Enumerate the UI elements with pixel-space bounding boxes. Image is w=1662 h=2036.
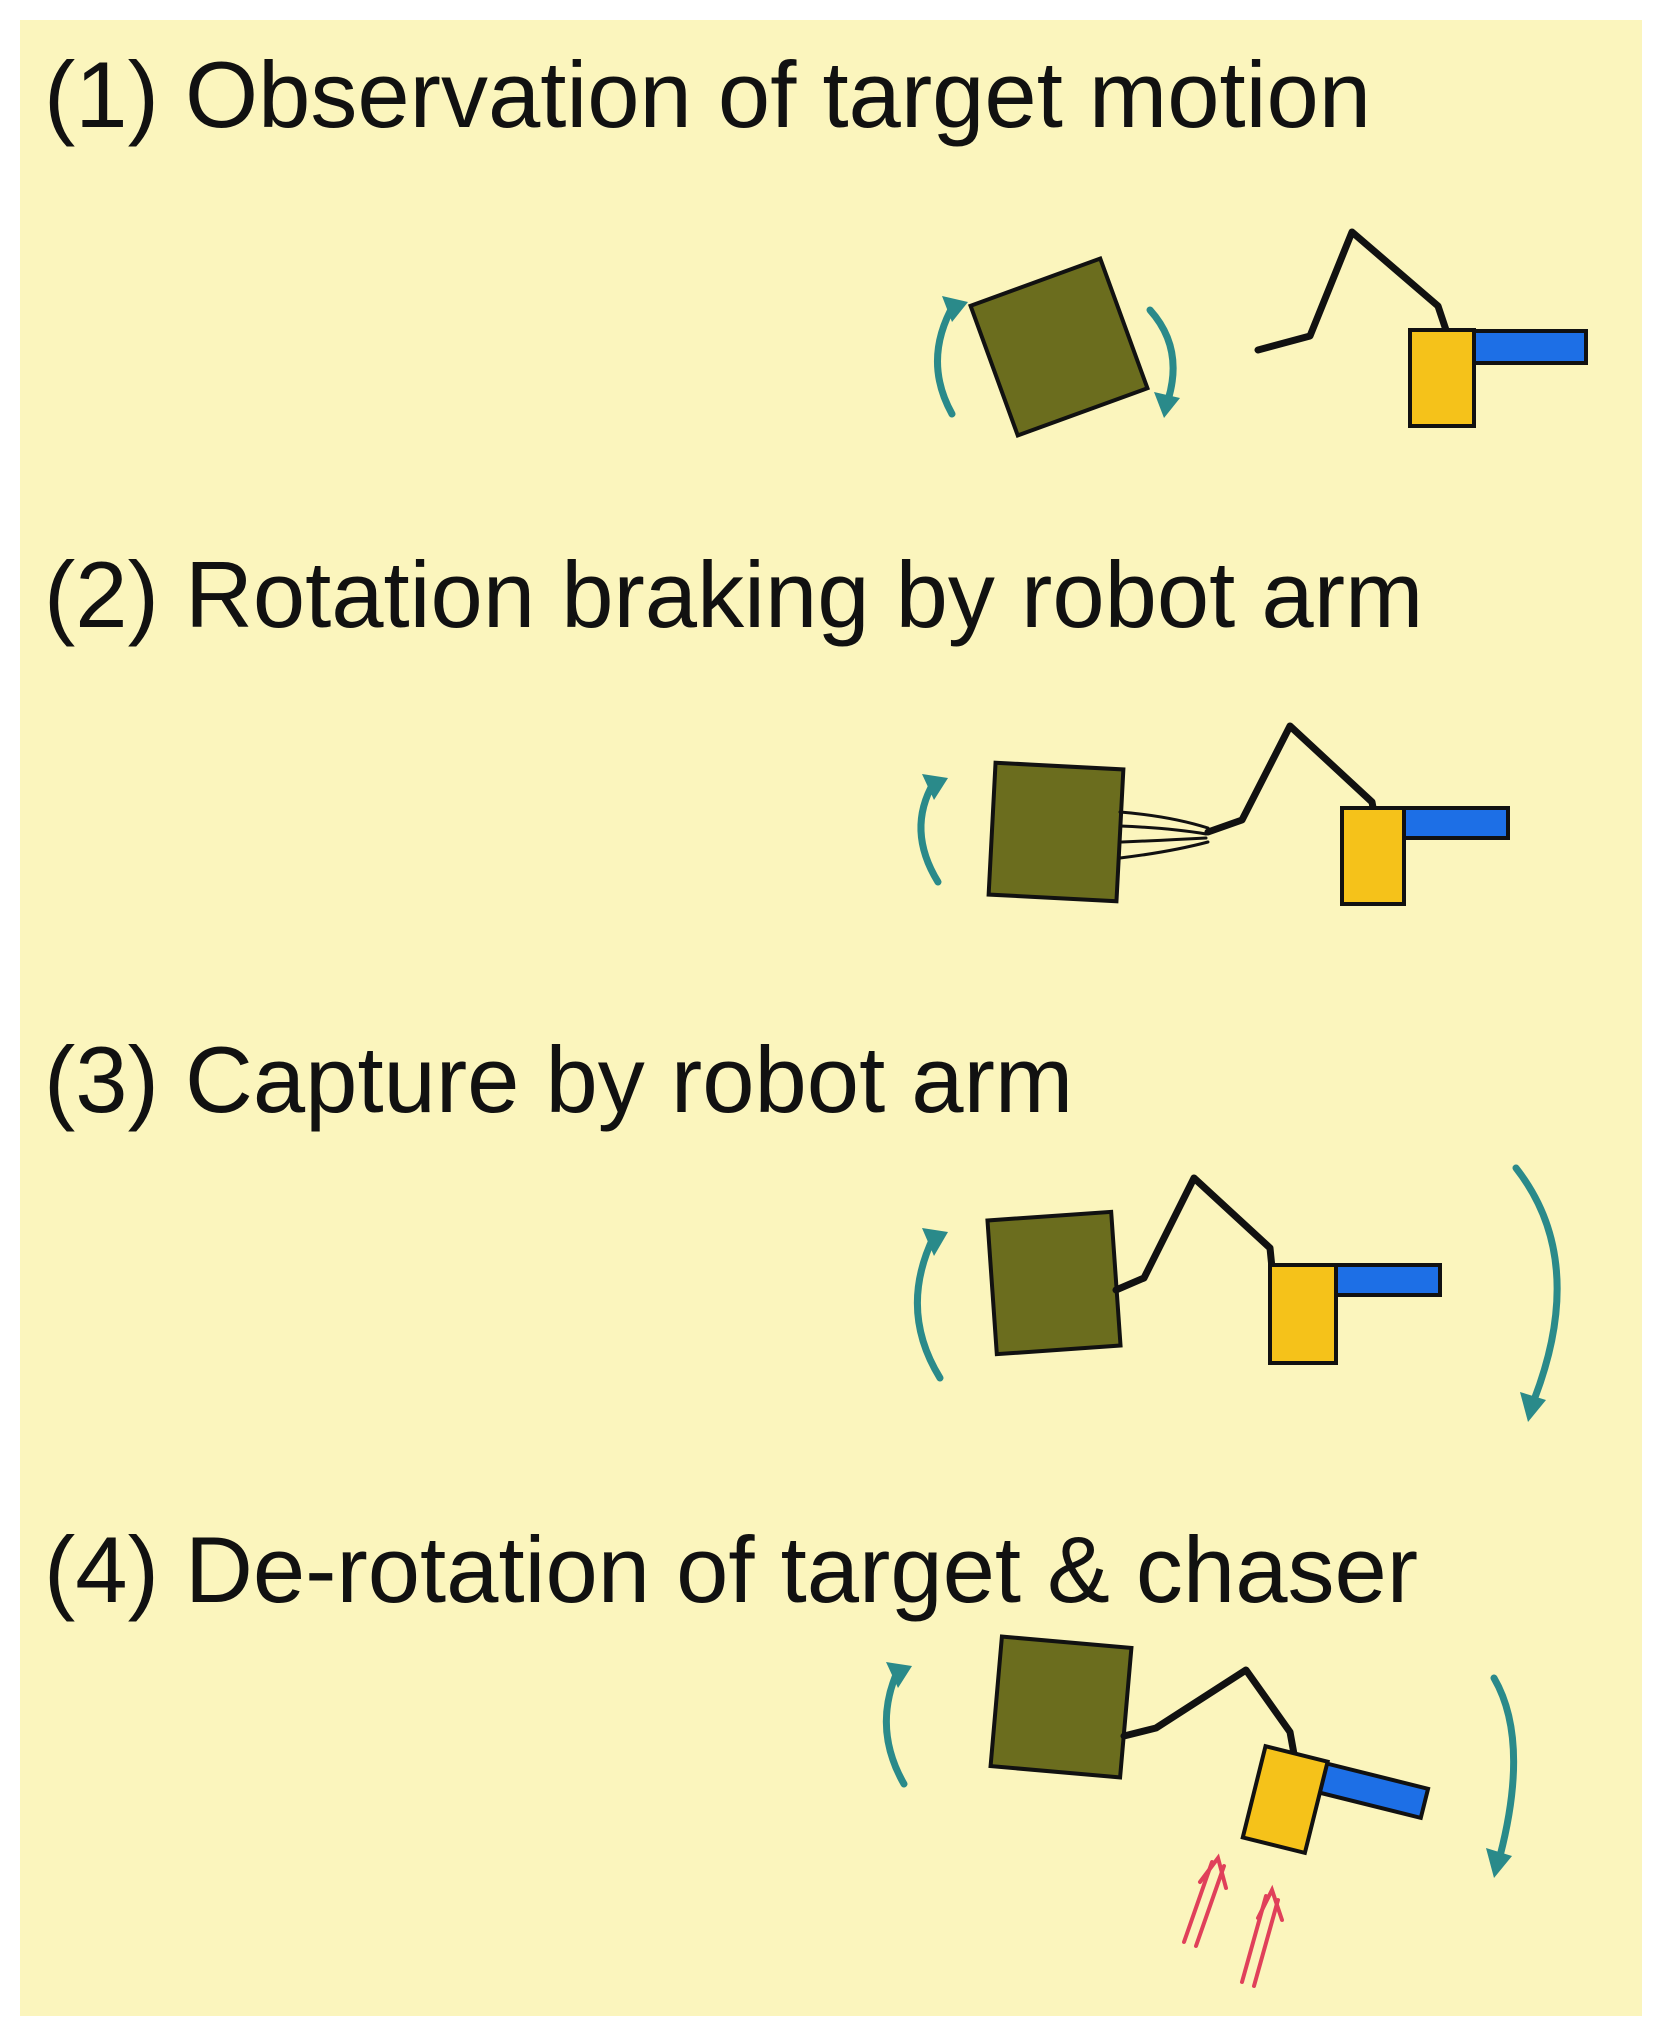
step-1-title: (1) Observation of target motion — [44, 42, 1372, 147]
solar-panel — [1402, 806, 1510, 840]
step-4-scene — [882, 1634, 1518, 1988]
rotation-arrow-left-head — [886, 1662, 912, 1688]
solar-panel — [1472, 329, 1588, 365]
rotation-arrow-right-head — [1520, 1392, 1546, 1422]
rotation-arrow-right-head — [1486, 1848, 1512, 1878]
target-satellite — [986, 760, 1126, 904]
rotation-arrow-left — [882, 1666, 908, 1788]
diagram-panel: (1) Observation of target motion (2) Rot… — [20, 20, 1642, 2016]
rotation-arrow-left — [913, 1232, 944, 1382]
target-satellite — [988, 1634, 1134, 1780]
rotation-arrow-right — [1512, 1164, 1561, 1404]
step-2-title: (2) Rotation braking by robot arm — [44, 542, 1424, 647]
robot-arm — [1120, 1666, 1298, 1758]
robot-arm — [1254, 228, 1450, 354]
step-2-scene — [917, 722, 1510, 906]
robot-arm — [1112, 1174, 1276, 1294]
chaser-body — [1268, 1263, 1338, 1365]
solar-panel — [1315, 1760, 1431, 1821]
solar-panel — [1334, 1263, 1442, 1297]
thruster-plume — [1182, 1853, 1284, 1988]
capture-sequence-illustration — [882, 228, 1588, 1988]
rotation-arrow-left — [934, 300, 958, 418]
rotation-arrow-left-head — [942, 296, 968, 322]
rotation-arrow-right — [1146, 306, 1177, 404]
braking-brush — [1118, 810, 1210, 860]
rotation-arrow-left-head — [922, 774, 948, 800]
step-4-title: (4) De-rotation of target & chaser — [44, 1517, 1419, 1622]
target-satellite — [967, 255, 1151, 439]
chaser-body — [1340, 806, 1406, 906]
rotation-arrow-right-head — [1154, 392, 1180, 418]
rotation-arrow-left-head — [922, 1228, 948, 1256]
rotation-arrow-right — [1490, 1674, 1518, 1860]
step-3-title: (3) Capture by robot arm — [44, 1027, 1074, 1132]
rotation-arrow-left — [917, 778, 942, 886]
chaser-body — [1240, 1743, 1331, 1856]
chaser-spacecraft — [1240, 1743, 1431, 1856]
step-1-scene — [934, 228, 1588, 439]
chaser-body — [1408, 328, 1476, 428]
step-3-scene — [913, 1164, 1561, 1422]
target-satellite — [985, 1209, 1123, 1357]
